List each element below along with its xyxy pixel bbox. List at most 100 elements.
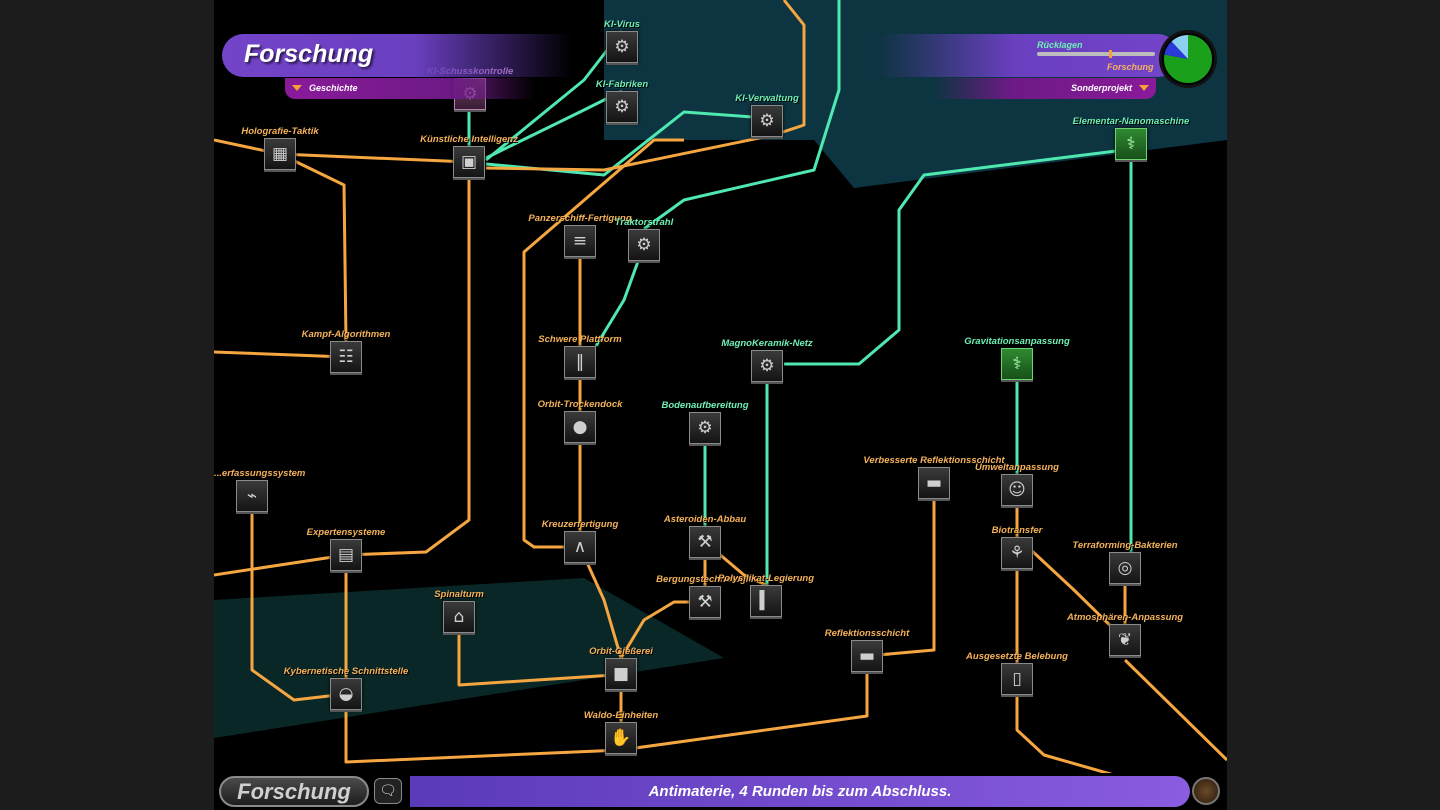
tech-node-ki-fabriken[interactable]: ⚙ — [606, 91, 638, 123]
tech-node-ki[interactable]: ▣ — [453, 146, 485, 178]
bottom-bar: Forschung 🗨 Antimaterie, 4 Runden bis zu… — [214, 773, 1227, 810]
tech-node-orbit-giesserei[interactable]: ■ — [605, 658, 637, 690]
tech-node-reflektionsschicht-v[interactable]: ▬ — [918, 467, 950, 499]
tech-node-biotransfer[interactable]: ⚘ — [1001, 537, 1033, 569]
tech-label: Orbit-Gießerei — [589, 646, 653, 657]
pie-ring — [1162, 33, 1214, 85]
tech-link — [594, 244, 646, 347]
tech-label: Künstliche Intelligenz — [420, 134, 518, 145]
dna-icon: ⚕ — [1012, 353, 1022, 374]
research-tree-view[interactable]: ⚙KI-Virus⚙KI-Schusskontrolle⚙KI-Fabriken… — [214, 0, 1227, 810]
special-project-label: Sonderprojekt — [1070, 83, 1132, 93]
tech-node-reflektionsschicht[interactable]: ▬ — [851, 640, 883, 672]
tech-link — [214, 350, 347, 359]
tech-node-ki-virus[interactable]: ⚙ — [606, 31, 638, 63]
tech-label: Waldo-Einheiten — [583, 710, 659, 721]
tech-link — [279, 152, 348, 342]
tech-node-kybernetische[interactable]: ◒ — [330, 678, 362, 710]
status-message: Antimaterie, 4 Runden bis zum Abschluss. — [410, 776, 1190, 807]
tech-label: Bodenaufbereitung — [661, 400, 749, 411]
tech-link — [866, 483, 936, 658]
tech-label: Bergungstechnologie — [656, 574, 754, 585]
tech-node-nanomaschine[interactable]: ⚕ — [1115, 128, 1147, 160]
research-meter-label: Forschung — [1107, 62, 1154, 72]
tech-label: Reflektionsschicht — [824, 628, 910, 639]
dropdown-arrow-icon — [1139, 85, 1149, 91]
tech-link — [485, 89, 623, 160]
tech-label: Panzerschiff-Fertigung — [528, 213, 632, 224]
tech-node-waldo[interactable]: ✋ — [605, 722, 637, 754]
tech-node-kampf-algo[interactable]: ☷ — [330, 341, 362, 373]
tech-link — [214, 162, 471, 577]
tech-node-asteroiden[interactable]: ⚒ — [689, 526, 721, 558]
hand-icon: ✋ — [610, 727, 632, 748]
tech-node-bodenaufbereitung[interactable]: ⚙ — [689, 412, 721, 444]
allocation-pie-chart — [1162, 33, 1214, 85]
gear-icon: ⚙ — [614, 36, 630, 57]
pod-icon: ▯ — [1012, 668, 1022, 689]
tech-node-magnokeramik[interactable]: ⚙ — [751, 350, 783, 382]
tech-node-spinalturm[interactable]: ⌂ — [443, 601, 475, 633]
tech-node-holografie[interactable]: ▦ — [264, 138, 296, 170]
tech-link — [485, 0, 806, 172]
end-turn-button[interactable] — [1192, 777, 1220, 805]
tech-label: Traktorstrahl — [614, 217, 674, 228]
tech-label: Schwere Plattform — [538, 334, 622, 345]
tech-node-terraforming[interactable]: ◎ — [1109, 552, 1141, 584]
person-icon: ☺ — [1008, 479, 1026, 500]
tech-node-ki-verwaltung[interactable]: ⚙ — [751, 105, 783, 137]
plate-icon: ▬ — [858, 645, 876, 666]
tech-node-polysilikat[interactable]: ▍ — [750, 585, 782, 617]
tech-link — [784, 148, 1125, 366]
visor-icon: ◒ — [338, 683, 354, 704]
tech-label: Kreuzerfertigung — [541, 519, 619, 530]
tech-link — [250, 496, 347, 702]
tech-node-orbit-trockendock[interactable]: ● — [564, 411, 596, 443]
reserves-marker — [1109, 50, 1112, 58]
tech-node-bergungs[interactable]: ⚒ — [689, 586, 721, 618]
tech-link — [522, 138, 684, 549]
history-dropdown[interactable]: Geschichte — [285, 78, 535, 99]
pillar-icon: ▍ — [759, 590, 773, 611]
tech-node-umweltanpassung[interactable]: ☺ — [1001, 474, 1033, 506]
tech-node-traktorstrahl[interactable]: ⚙ — [628, 229, 660, 261]
tech-label: Umweltanpassung — [975, 462, 1059, 473]
message-button[interactable]: 🗨 — [374, 778, 402, 804]
gear-icon: ⚙ — [636, 234, 652, 255]
tech-node-panzerschiff[interactable]: ≡ — [564, 225, 596, 257]
tech-node-gravitation[interactable]: ⚕ — [1001, 348, 1033, 380]
chevron-icon: ≡ — [572, 230, 588, 251]
allocation-pie[interactable] — [1159, 30, 1217, 88]
research-button[interactable]: Forschung — [219, 776, 369, 807]
wrench-icon: ⚒ — [697, 591, 713, 612]
tech-node-erfassungssystem[interactable]: ⌁ — [236, 480, 268, 512]
special-project-dropdown[interactable]: Sonderprojekt — [934, 78, 1156, 99]
tech-label: Spinalturm — [434, 589, 484, 600]
page-title: Forschung — [244, 40, 374, 68]
tech-label: Gravitationsanpassung — [964, 336, 1070, 347]
tech-link — [578, 546, 623, 659]
tech-label: Kampf-Algorithmen — [301, 329, 391, 340]
holo-icon: ▦ — [271, 143, 289, 164]
cannon-icon: ⌂ — [453, 606, 465, 627]
wave-icon: ⌁ — [246, 485, 258, 506]
board-icon: ▤ — [337, 544, 355, 565]
gear-icon: ⚙ — [759, 355, 775, 376]
tech-label: Elementar-Nanomaschine — [1072, 116, 1190, 127]
tech-node-schwere-plattform[interactable]: ‖ — [564, 346, 596, 378]
reserves-bar — [1037, 52, 1155, 56]
tech-node-atmosphaere[interactable]: ❦ — [1109, 624, 1141, 656]
pie-slice — [1163, 40, 1188, 59]
tech-label: Holografie-Taktik — [241, 126, 319, 137]
tech-node-expertensysteme[interactable]: ▤ — [330, 539, 362, 571]
tech-node-ausgesetzte[interactable]: ▯ — [1001, 663, 1033, 695]
tech-link — [1015, 490, 1127, 642]
reserves-label: Rücklagen — [1037, 40, 1083, 50]
tech-node-kreuzerfertigung[interactable]: ∧ — [564, 531, 596, 563]
rank-icon: ∧ — [573, 536, 587, 557]
platform-icon: ‖ — [575, 351, 585, 372]
header-left-banner: Forschung — [222, 34, 572, 77]
tech-label: Expertensysteme — [306, 527, 386, 538]
gear-icon: ⚙ — [697, 417, 713, 438]
ai-icon: ▣ — [460, 151, 478, 172]
